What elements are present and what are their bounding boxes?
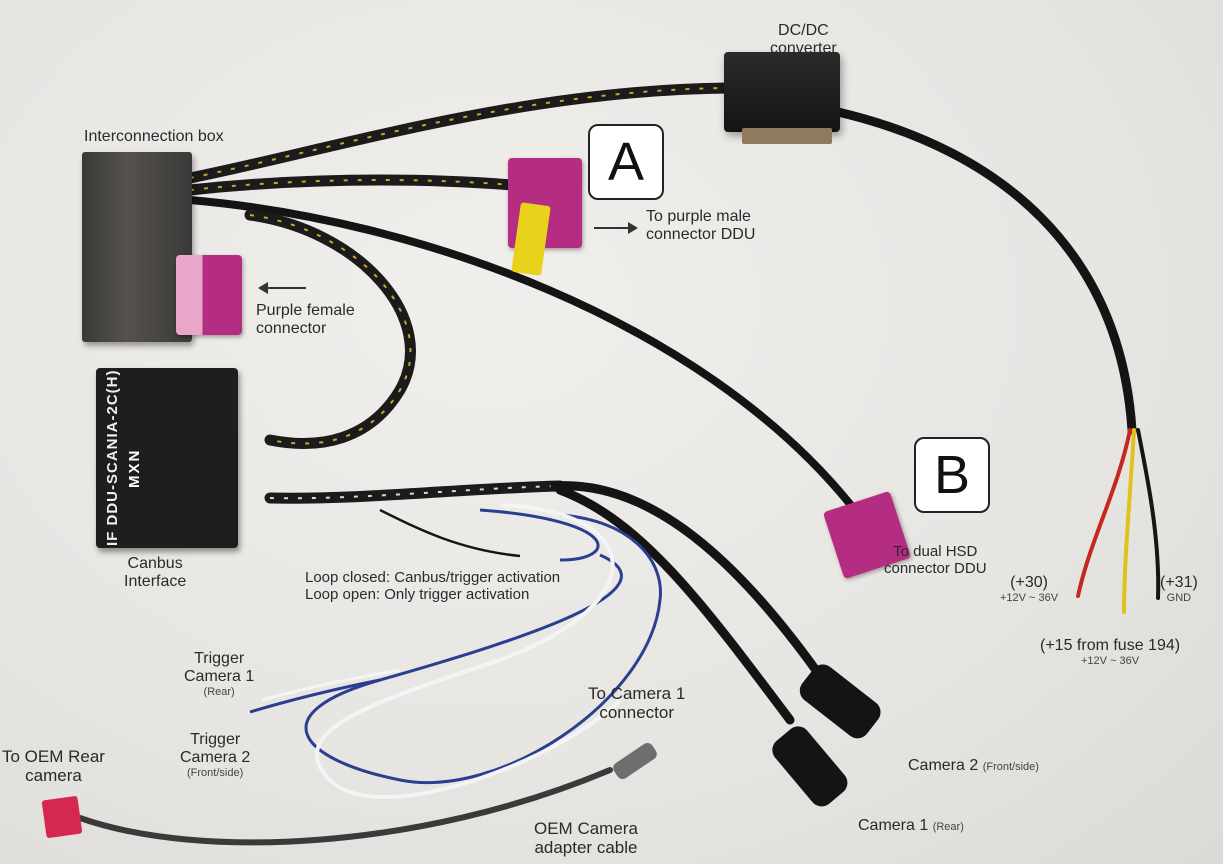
- tag-b: B: [914, 437, 990, 513]
- label-plus31: (+31)GND: [1160, 574, 1198, 604]
- trigger-blue-wire: [304, 508, 662, 785]
- trigger-white-wire: [314, 503, 622, 799]
- loop-wire: [379, 508, 521, 558]
- harness-to-dcdc: [184, 82, 734, 184]
- label-interconnection-box: Interconnection box: [84, 128, 224, 145]
- harness-canbus-out: [264, 480, 566, 504]
- brand-logo-text: MXN: [126, 448, 143, 488]
- cable-to-b: [186, 196, 854, 508]
- oem-adapter-cable: [77, 767, 613, 846]
- wire-plus15: [1122, 428, 1136, 614]
- trigger1-tail: [249, 678, 381, 714]
- camera2-plug: [799, 664, 881, 739]
- purple-female-connector: [176, 255, 242, 335]
- dcdc-converter-unit: [724, 52, 840, 144]
- label-camera2: Camera 2 (Front/side): [908, 757, 1039, 774]
- harness-to-a: [184, 174, 518, 196]
- wire-plus31: [1136, 428, 1161, 600]
- canbus-interface-unit: IF DDU-SCANIA-2C(H) MXN: [96, 368, 238, 548]
- canbus-model-text: IF DDU-SCANIA-2C(H): [104, 369, 121, 547]
- camera2-cable: [550, 481, 835, 695]
- wire-plus30: [1076, 428, 1132, 598]
- oem-rear-camera-plug: [41, 795, 83, 839]
- interconnection-box: [82, 152, 192, 342]
- camera1-adapter-connector: [613, 743, 657, 779]
- camera1-cable: [555, 485, 795, 725]
- power-cable: [833, 107, 1137, 435]
- label-plus15: (+15 from fuse 194)+12V ~ 36V: [1040, 637, 1181, 667]
- label-camera1: Camera 1 (Rear): [858, 817, 964, 834]
- label-plus30: (+30)+12V ~ 36V: [1000, 574, 1059, 604]
- camera1-plug: [772, 726, 848, 807]
- tag-a: A: [588, 124, 664, 200]
